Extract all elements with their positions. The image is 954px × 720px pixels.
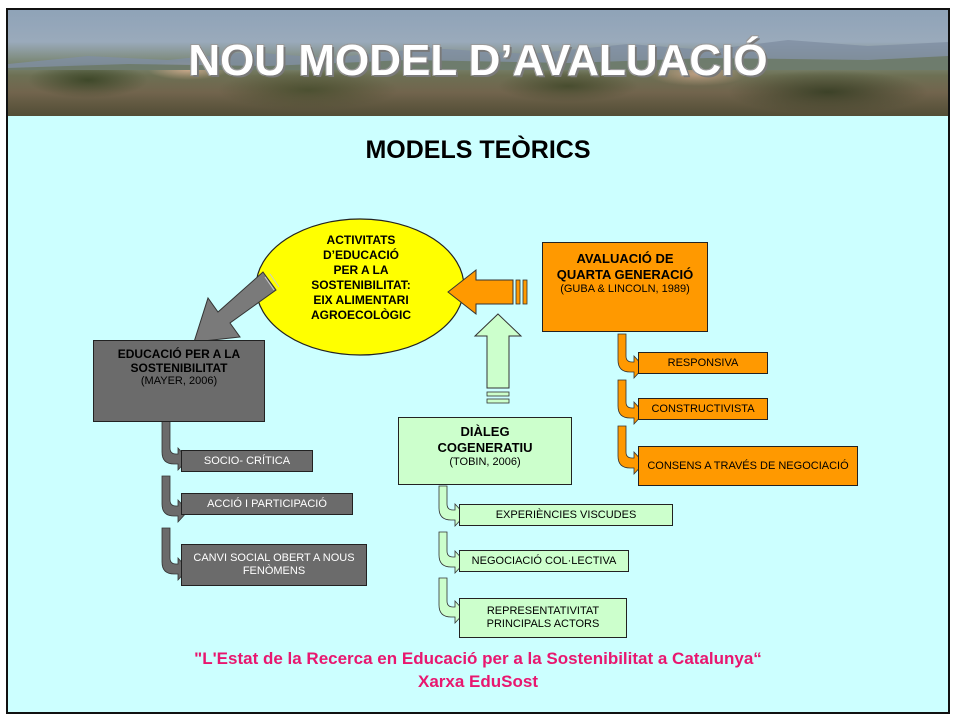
evaluation-item: RESPONSIVA [638,352,768,374]
dialogue-title: DIÀLEG COGENERATIU [437,424,533,455]
education-item: CANVI SOCIAL OBERT A NOUS FENÒMENS [181,544,367,586]
evaluation-item: CONSTRUCTIVISTA [638,398,768,420]
education-title: EDUCACIÓ PER A LA SOSTENIBILITAT [117,347,241,375]
dialogue-item: NEGOCIACIÓ COL·LECTIVA [459,550,629,572]
center-ellipse-label: ACTIVITATS D’EDUCACIÓ PER A LA SOSTENIBI… [266,233,456,323]
center-line: D’EDUCACIÓ [322,248,399,262]
center-line: AGROECOLÒGIC [310,308,411,322]
center-line: PER A LA [333,263,389,277]
banner-photo: NOU MODEL D’AVALUACIÓ [8,10,948,116]
section-title: MODELS TEÒRICS [365,136,591,164]
dialogue-cite: (TOBIN, 2006) [449,456,521,468]
center-line: ACTIVITATS [326,233,396,247]
dialogue-item: REPRESENTATIVITAT PRINCIPALS ACTORS [459,598,627,638]
center-line: EIX ALIMENTARI [313,293,409,307]
arrow-dialogue-to-ellipse [473,313,523,404]
footer-citation: "L'Estat de la Recerca en Educació per a… [194,649,762,668]
mountain-silhouette [8,40,948,70]
dialogue-box: DIÀLEG COGENERATIU (TOBIN, 2006) [398,417,572,485]
evaluation-connectors [617,333,645,476]
evaluation-box: AVALUACIÓ DE QUARTA GENERACIÓ (GUBA & LI… [542,242,708,332]
education-box: EDUCACIÓ PER A LA SOSTENIBILITAT (MAYER,… [93,340,265,422]
arrow-ellipse-to-education [193,271,280,343]
education-item: SOCIO- CRÍTICA [181,450,313,472]
evaluation-cite: (GUBA & LINCOLN, 1989) [560,283,690,295]
page-title: NOU MODEL D’AVALUACIÓ [188,36,768,85]
dialogue-item: EXPERIÈNCIES VISCUDES [459,504,673,526]
evaluation-title: AVALUACIÓ DE QUARTA GENERACIÓ [556,251,694,282]
slide-frame: NOU MODEL D’AVALUACIÓ MODELS TEÒRICS [6,8,950,714]
dialogue-connectors [438,485,466,625]
arrow-evaluation-to-ellipse [447,268,528,316]
center-line: SOSTENIBILITAT: [311,278,411,292]
evaluation-item: CONSENS A TRAVÉS DE NEGOCIACIÓ [638,446,858,486]
education-item: ACCIÓ I PARTICIPACIÓ [181,493,353,515]
footer-network: Xarxa EduSost [418,672,538,691]
education-cite: (MAYER, 2006) [140,375,218,387]
